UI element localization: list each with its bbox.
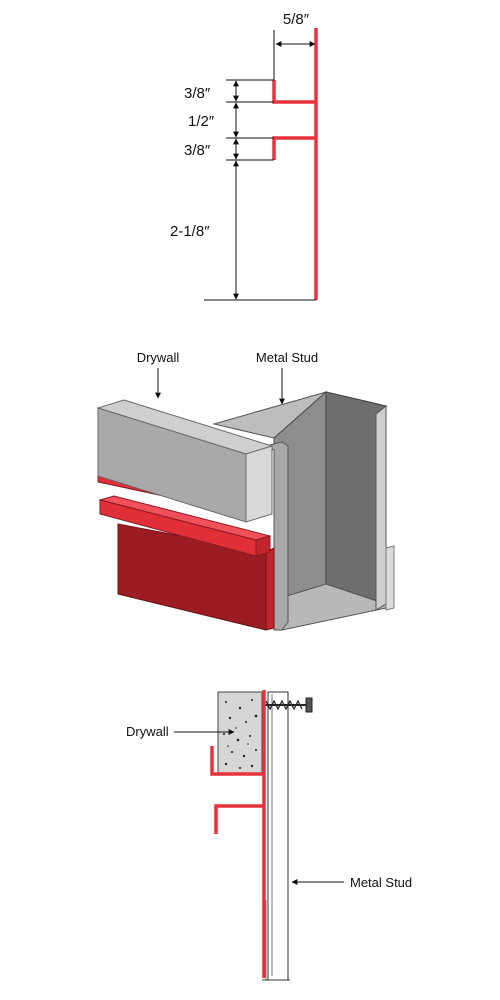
section-stud-label: Metal Stud [350, 875, 412, 890]
profile-drawing: 5/8″ 3/8″ 1/2″ 3/8″ 2-1/8″ [170, 11, 318, 301]
section-view: Drywall Metal Stud [126, 690, 412, 981]
dim-width: 5/8″ [283, 11, 310, 28]
dim-gap: 1/2″ [188, 113, 215, 130]
section-drywall-label: Drywall [126, 724, 169, 739]
metal-stud-section [262, 691, 290, 981]
dim-base: 2-1/8″ [170, 223, 210, 240]
drywall-iso [96, 399, 274, 523]
iso-drywall-label: Drywall [137, 350, 180, 365]
trim-profile [272, 28, 318, 300]
metal-stud-iso [212, 390, 395, 631]
iso-stud-label: Metal Stud [256, 350, 318, 365]
dim-bottom-lip: 3/8″ [184, 142, 211, 159]
trim-section [210, 690, 266, 978]
isometric-view: Drywall Metal Stud [96, 350, 395, 631]
screw-icon [264, 697, 313, 713]
drywall-section [217, 691, 263, 775]
dim-top-lip: 3/8″ [184, 85, 211, 102]
